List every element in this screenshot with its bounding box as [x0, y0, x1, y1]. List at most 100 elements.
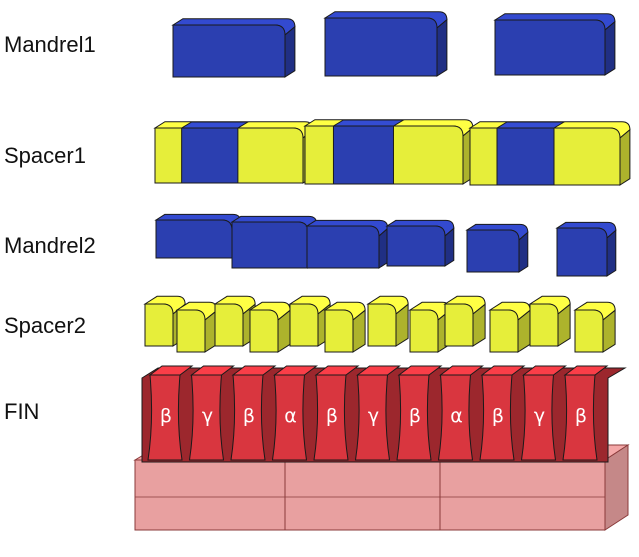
spacer1-layer [153, 119, 631, 186]
fin-6: γ [354, 365, 401, 461]
fin-symbol-3: β [243, 405, 255, 427]
mandrel2-block-1 [154, 213, 242, 259]
mandrel2-block-6-front [556, 227, 608, 277]
spacer2-block-2 [175, 301, 218, 353]
mandrel2-block-5 [465, 223, 529, 273]
mandrel2-block-4 [385, 219, 455, 267]
spacer2-block-4-front [249, 309, 279, 353]
fin-body-4 [271, 374, 308, 461]
spacer1-core-3 [496, 127, 555, 186]
fin-symbol-8: α [450, 405, 463, 427]
fin-symbol-4: α [284, 405, 297, 427]
mandrel1-block-3-side [604, 20, 616, 76]
spacer1-block-3 [468, 121, 631, 186]
mandrel2-block-2 [230, 215, 318, 269]
fin-3: β [230, 365, 277, 461]
spacer2-block-12-front [574, 309, 604, 353]
spacer2-block-4 [248, 301, 291, 353]
fin-9: β [479, 365, 526, 461]
fin-body-2 [188, 374, 225, 461]
mandrel2-block-4-front [386, 225, 446, 267]
fin-symbol-2: γ [202, 405, 213, 427]
label-mandrel2: Mandrel2 [4, 233, 96, 258]
fin-symbol-1: β [160, 405, 172, 427]
mandrel2-block-5-side [518, 231, 529, 273]
spacer1-sheath-3-side [619, 128, 631, 186]
spacer2-block-2-front [176, 309, 206, 353]
fin-2: γ [188, 365, 235, 461]
spacer1-core-top-2 [331, 119, 406, 127]
fin-symbol-11: β [575, 405, 587, 427]
fin-top-4 [273, 365, 318, 376]
mandrel1-block-2 [323, 11, 448, 77]
mandrel1-block-2-front [324, 17, 438, 77]
mandrel1-layer [171, 11, 616, 78]
mandrel1-block-3 [493, 13, 616, 76]
spacer2-block-3 [213, 295, 256, 347]
mandrel1-block-3-front [494, 19, 606, 76]
label-mandrel1: Mandrel1 [4, 32, 96, 57]
label-spacer2: Spacer2 [4, 313, 86, 338]
fin-8: α [437, 365, 484, 461]
spacer2-block-1-front [144, 303, 174, 347]
mandrel2-block-3-side [378, 227, 389, 269]
spacer2-block-5-front [289, 303, 319, 347]
spacer2-block-10 [488, 301, 531, 353]
spacer2-block-9 [443, 295, 486, 347]
substrate-side [604, 444, 629, 531]
label-fin: FIN [4, 399, 40, 424]
fin-top-10 [522, 365, 567, 376]
spacer1-core-top-3 [495, 121, 566, 129]
mandrel2-layer [154, 213, 617, 277]
fin-body-9 [479, 374, 515, 461]
substrate-front [134, 459, 606, 531]
spacer1-core-top-1 [179, 121, 250, 129]
fin-top-3 [231, 365, 277, 376]
mandrel2-block-3-front [306, 225, 380, 269]
fin-top-5 [314, 365, 360, 376]
mandrel2-block-3 [305, 219, 389, 269]
fin-top-7 [397, 365, 443, 376]
spacer2-layer [143, 295, 616, 353]
fin-body-8 [437, 374, 474, 461]
spacer2-block-8-front [409, 309, 439, 353]
spacer2-block-9-front [444, 303, 474, 347]
mandrel2-block-6-side [606, 229, 617, 277]
spacer2-block-5 [288, 295, 331, 347]
spacer1-core-1 [181, 127, 239, 184]
spacer2-block-7-front [367, 303, 397, 347]
mandrel2-block-5-front [466, 229, 520, 273]
mandrel2-block-1-front [155, 219, 233, 259]
fin-10: γ [520, 365, 567, 461]
mandrel2-block-2-front [231, 221, 309, 269]
fin-top-1 [148, 365, 194, 376]
spacer2-block-6-front [324, 309, 354, 353]
fin-11: β [562, 365, 609, 461]
fin-symbol-7: β [409, 405, 421, 427]
mandrel1-block-1-side [284, 25, 296, 78]
fin-top-11 [563, 365, 609, 376]
fin-top-6 [356, 365, 401, 376]
spacer1-core-2 [332, 125, 394, 185]
spacer1-block-1 [153, 121, 314, 184]
fin-4: α [271, 365, 318, 461]
fin-symbol-9: β [492, 405, 504, 427]
fin-body-11 [562, 374, 598, 461]
mandrel1-block-1-front [172, 24, 286, 78]
fin-top-9 [480, 365, 526, 376]
spacer2-block-6 [323, 301, 366, 353]
fin-body-1 [147, 374, 183, 461]
fin-symbol-10: γ [534, 405, 545, 427]
spacer1-block-2 [303, 119, 474, 185]
mandrel1-block-1 [171, 18, 296, 78]
mandrel2-block-6 [555, 221, 617, 277]
spacer2-block-3-front [214, 303, 244, 347]
fin-symbol-6: γ [368, 405, 379, 427]
fin-7: β [396, 365, 443, 461]
fin-body-10 [520, 374, 557, 461]
spacer2-block-10-front [489, 309, 519, 353]
fin-symbol-5: β [326, 405, 338, 427]
